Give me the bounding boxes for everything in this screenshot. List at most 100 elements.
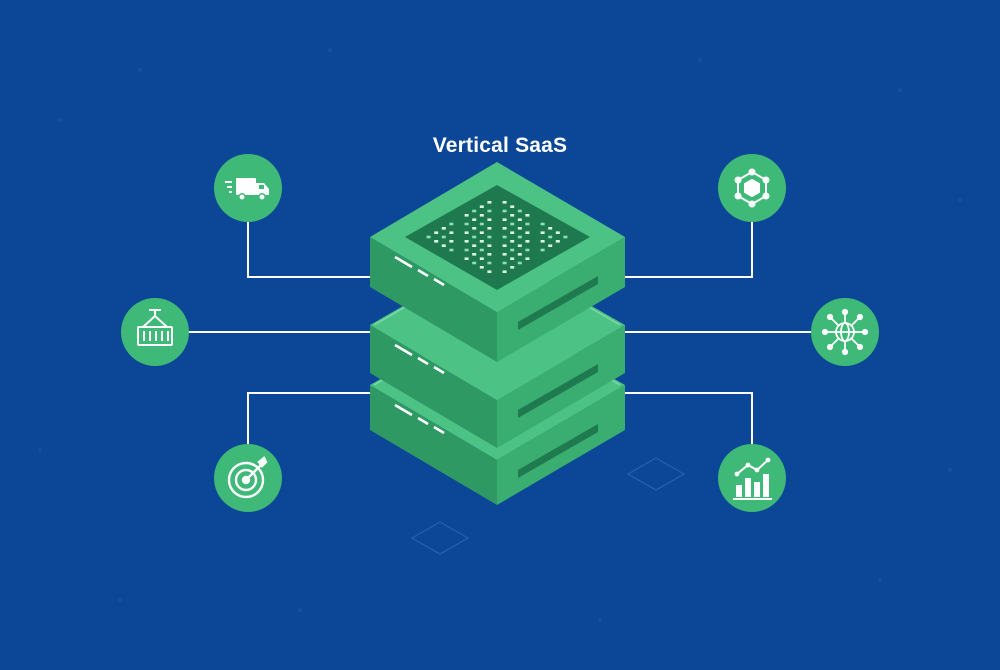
chip-dot xyxy=(555,231,560,234)
chip-dot xyxy=(472,235,477,239)
node-shipping xyxy=(121,298,189,366)
chip-dot xyxy=(525,214,530,217)
chip-dot xyxy=(517,227,522,230)
chip-dot xyxy=(479,214,484,217)
connector-targeting xyxy=(247,392,372,448)
connector-lines xyxy=(188,222,812,448)
chip-dot xyxy=(563,235,568,239)
node-global-network xyxy=(811,298,879,366)
chip-dot xyxy=(479,266,484,269)
chip-dot xyxy=(517,244,522,247)
chip-dot xyxy=(441,227,446,230)
chip-dot xyxy=(487,261,492,265)
chip-dot xyxy=(464,240,469,243)
chip-dot xyxy=(479,205,484,208)
chip-dot xyxy=(472,209,477,213)
globe-network-icon xyxy=(821,308,869,356)
chip-dot xyxy=(464,214,469,217)
chip-dot xyxy=(502,270,507,273)
node-logistics xyxy=(214,154,282,222)
chip-dot xyxy=(426,235,431,239)
chip-dot xyxy=(441,244,446,247)
chip-dot xyxy=(479,222,484,226)
chip-dot xyxy=(548,235,553,239)
chip-dot xyxy=(464,248,469,252)
chip-dot xyxy=(464,257,469,260)
chip-dot xyxy=(487,209,492,213)
server-stack xyxy=(370,162,625,505)
chip-dot xyxy=(525,231,530,234)
chip-dot xyxy=(464,222,469,226)
chip-dot xyxy=(441,235,446,239)
chip-dot xyxy=(517,218,522,221)
chip-dot xyxy=(517,235,522,239)
chip-dot xyxy=(510,214,515,217)
chip-dot xyxy=(487,270,492,273)
chip-dot xyxy=(510,240,515,243)
chip-dot xyxy=(540,248,545,252)
background-dots xyxy=(38,48,962,622)
chip-dot xyxy=(525,257,530,260)
chip-dot xyxy=(502,261,507,265)
connector-logistics xyxy=(247,222,372,278)
chip-dot xyxy=(487,244,492,247)
chip-dot xyxy=(517,253,522,256)
chip-dot xyxy=(449,231,454,234)
diagram-title: Vertical SaaS xyxy=(432,134,568,157)
chip-dot xyxy=(525,248,530,252)
chip-dot xyxy=(487,253,492,256)
chip-dot xyxy=(487,218,492,221)
chip-dot xyxy=(502,218,507,221)
chip-dot xyxy=(487,227,492,230)
chip-grid xyxy=(426,201,568,273)
delivery-truck-icon xyxy=(225,178,269,201)
chip-dot xyxy=(502,244,507,247)
chip-dot xyxy=(540,222,545,226)
chip-dot xyxy=(525,240,530,243)
chip-dot xyxy=(472,218,477,221)
chip-dot xyxy=(449,248,454,252)
chip-dot xyxy=(502,235,507,239)
chip-dot xyxy=(548,244,553,247)
chip-dot xyxy=(540,240,545,243)
connector-analytics xyxy=(625,392,753,448)
chip-dot xyxy=(510,205,515,208)
chip-dot xyxy=(449,222,454,226)
chip-dot xyxy=(487,235,492,239)
chip-dot xyxy=(479,248,484,252)
chip-dot xyxy=(472,261,477,265)
chip-dot xyxy=(502,227,507,230)
chip-dot xyxy=(464,231,469,234)
target-icon xyxy=(227,456,268,499)
chip-dot xyxy=(479,240,484,243)
chip-dot xyxy=(517,209,522,213)
bar-chart-icon xyxy=(733,457,772,500)
chip-dot xyxy=(472,253,477,256)
server-layer-top xyxy=(370,162,625,362)
chip-dot xyxy=(502,253,507,256)
chip-dot xyxy=(555,240,560,243)
node-blockchain xyxy=(718,154,786,222)
shipping-container-icon xyxy=(137,309,173,346)
chip-dot xyxy=(510,248,515,252)
chip-dot xyxy=(502,201,507,204)
chip-dot xyxy=(479,257,484,260)
chip-dot xyxy=(517,261,522,265)
chip-dot xyxy=(510,222,515,226)
connector-blockchain xyxy=(625,222,753,278)
chip-dot xyxy=(510,266,515,269)
chip-dot xyxy=(510,257,515,260)
chip-dot xyxy=(472,244,477,247)
chip-dot xyxy=(540,231,545,234)
chip-dot xyxy=(434,240,439,243)
chip-dot xyxy=(502,209,507,213)
chip-dot xyxy=(479,231,484,234)
node-targeting xyxy=(214,444,282,512)
chip-dot xyxy=(525,222,530,226)
chip-dot xyxy=(434,231,439,234)
node-analytics xyxy=(718,444,786,512)
chip-dot xyxy=(510,231,515,234)
cube-network-icon xyxy=(734,168,770,208)
